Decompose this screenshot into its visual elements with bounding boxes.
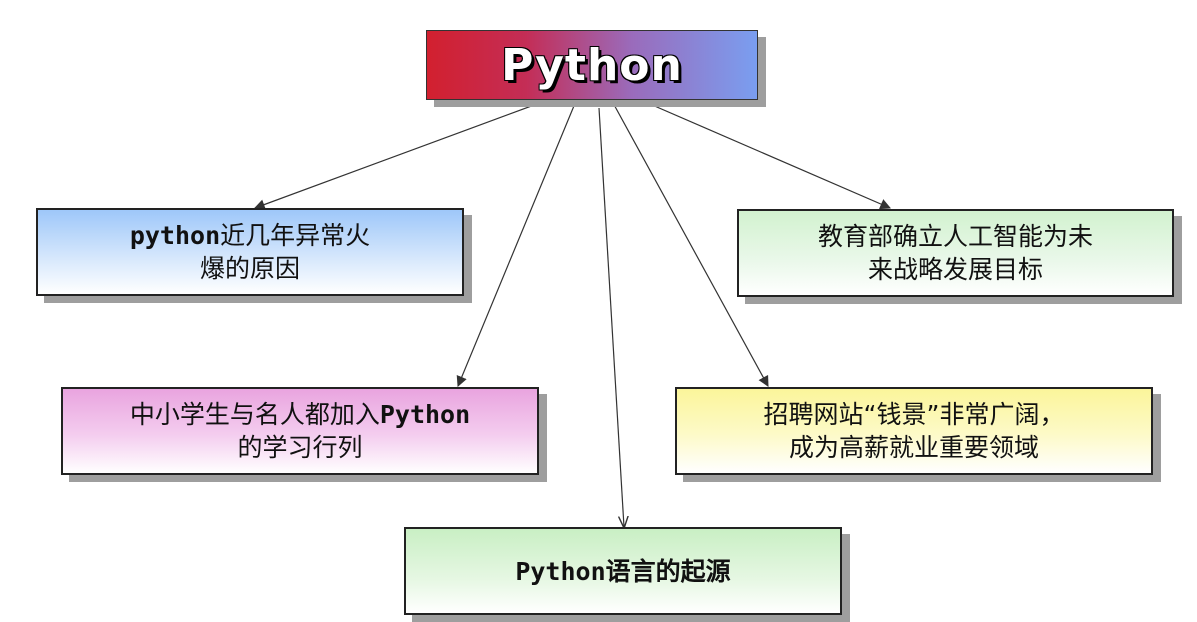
- arrow-to-jobs: [611, 100, 769, 387]
- root-node-python: Python: [426, 30, 758, 100]
- arrow-to-reason: [253, 100, 546, 210]
- node-python-popularity-reason: python近几年异常火 爆的原因: [36, 208, 464, 296]
- node-label-suffix: Python: [379, 400, 471, 429]
- node-label-text: 中小学生与名人都加入: [129, 400, 380, 429]
- arrow-to-students: [456, 100, 577, 387]
- node-label: 招聘网站“钱景”非常广阔， 成为高薪就业重要领域: [763, 400, 1065, 462]
- node-python-origin: Python语言的起源: [404, 527, 842, 615]
- arrow-to-education: [642, 100, 891, 210]
- node-job-prospects: 招聘网站“钱景”非常广阔， 成为高薪就业重要领域: [675, 387, 1153, 475]
- node-label-text-2: 的学习行列: [237, 433, 363, 462]
- node-label-prefix: Python: [515, 556, 606, 586]
- node-label-text: 近几年异常火 爆的原因: [199, 221, 371, 283]
- node-students-and-celebrities: 中小学生与名人都加入Python 的学习行列: [61, 387, 539, 475]
- node-label: 教育部确立人工智能为未 来战略发展目标: [817, 222, 1093, 284]
- node-label: Python语言的起源: [515, 555, 730, 588]
- node-label: 中小学生与名人都加入Python 的学习行列: [130, 398, 470, 464]
- node-education-ai-strategy: 教育部确立人工智能为未 来战略发展目标: [737, 209, 1174, 297]
- node-label-prefix: python: [129, 221, 221, 250]
- arrow-to-origin: [598, 107, 624, 527]
- node-label-text: 语言的起源: [605, 556, 731, 586]
- node-label: python近几年异常火 爆的原因: [130, 219, 370, 285]
- root-node-label: Python: [501, 39, 683, 91]
